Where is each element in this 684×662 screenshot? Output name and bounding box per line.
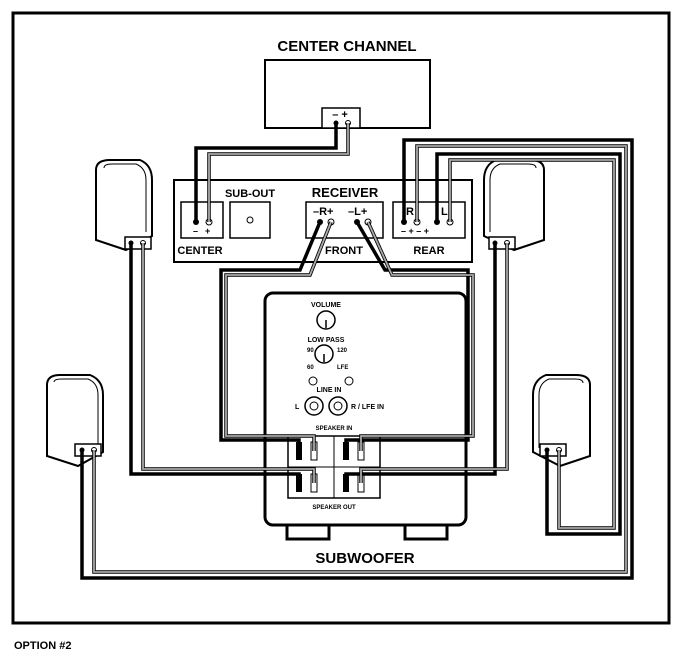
subwoofer-foot-left	[285, 523, 331, 541]
wire-rear-l-neg	[435, 152, 622, 536]
lp-90-label: 90	[307, 348, 314, 354]
center-label: CENTER	[177, 245, 222, 257]
sub-out-port	[246, 216, 254, 224]
wire-fl-neg	[129, 243, 301, 483]
lp-lfe-label: LFE	[337, 365, 348, 371]
rear-r-label: R	[406, 206, 414, 218]
wire-rear-r-neg	[80, 138, 634, 580]
lp-60-label: 60	[307, 365, 314, 371]
rear-right-speaker	[532, 374, 591, 468]
center-channel-label: CENTER CHANNEL	[277, 38, 416, 55]
line-in-r-label: R / LFE IN	[351, 404, 384, 411]
front-label: FRONT	[325, 245, 363, 257]
rear-signs: – + – +	[401, 226, 429, 236]
receiver-label: RECEIVER	[312, 185, 379, 200]
front-l-label: –L+	[348, 206, 367, 218]
front-left-speaker	[95, 159, 153, 252]
wire-front-r-neg	[219, 221, 322, 451]
rear-l-label: L	[441, 206, 448, 218]
lp-120-label: 120	[337, 348, 348, 354]
wire-fr-neg	[344, 243, 497, 483]
low-pass-label: LOW PASS	[308, 337, 345, 344]
front-right-speaker	[483, 159, 545, 252]
volume-label: VOLUME	[311, 302, 341, 309]
speaker-out-label: SPEAKER OUT	[312, 505, 356, 511]
wires	[80, 123, 634, 580]
front-r-label: –R+	[313, 206, 334, 218]
speaker-in-label: SPEAKER IN	[316, 426, 353, 432]
wire-front-l-neg	[344, 221, 470, 451]
center-channel-terminal-label: – +	[332, 109, 348, 121]
receiver-center-jack	[180, 201, 224, 239]
led-right	[344, 376, 354, 386]
receiver-center-minus: –	[193, 226, 198, 236]
line-in-l-label: L	[295, 404, 300, 411]
subwoofer-foot-right	[403, 523, 449, 541]
line-in-label: LINE IN	[317, 387, 342, 394]
sub-out-label: SUB-OUT	[225, 188, 275, 200]
subwoofer-label: SUBWOOFER	[315, 550, 414, 567]
wire-center-neg	[194, 123, 338, 222]
led-left	[308, 376, 318, 386]
receiver-center-plus: +	[205, 226, 210, 236]
rear-label: REAR	[413, 245, 444, 257]
option-caption: OPTION #2	[14, 640, 72, 652]
